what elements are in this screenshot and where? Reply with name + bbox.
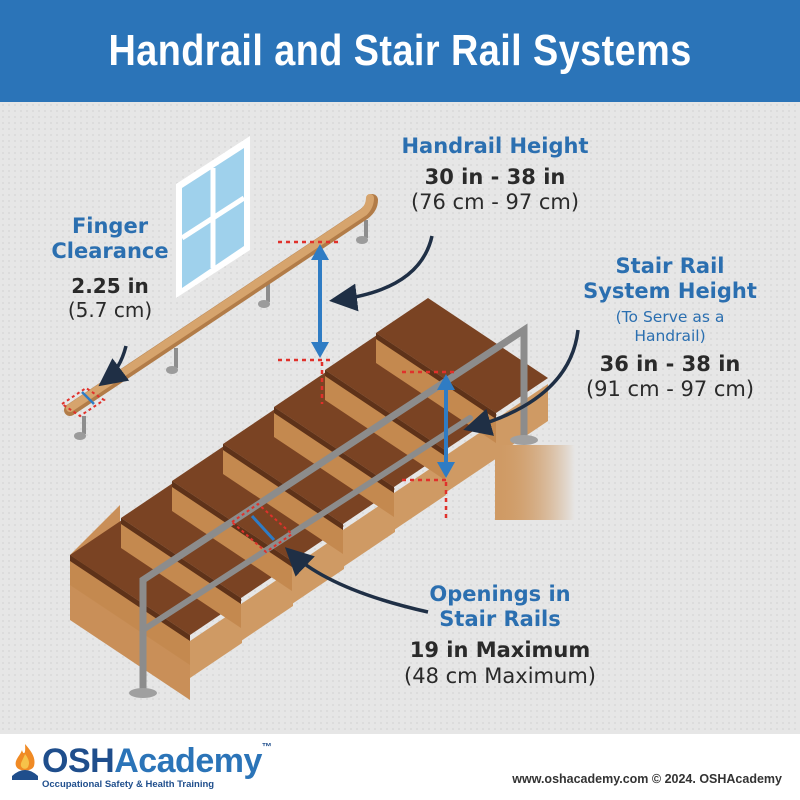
openings-dimension (230, 502, 294, 554)
stair-step (274, 407, 394, 493)
handrail-height-value: 30 in - 38 in (424, 165, 566, 190)
stair-rail-height-label: Stair Rail System Height (To Serve as a … (560, 254, 780, 402)
stair-step (376, 298, 548, 413)
stair-step (121, 518, 241, 628)
stair-step (70, 520, 242, 635)
logo-trademark: ™ (261, 742, 272, 753)
stair-step (445, 421, 497, 493)
stair-step (190, 606, 242, 678)
stair-rail-title-1: Stair Rail (615, 254, 725, 278)
openings-label: Openings in Stair Rails 19 in Maximum (4… (380, 582, 620, 689)
handrail-height-label: Handrail Height 30 in - 38 in (76 cm - 9… (380, 134, 610, 216)
oshacademy-logo: OSHAcademy™ (42, 742, 272, 781)
handrail-height-title: Handrail Height (401, 134, 589, 158)
logo-academy: Academy (114, 742, 262, 780)
stair-step (343, 495, 395, 567)
stair-step (325, 335, 497, 450)
stair-rail-value: 36 in - 38 in (599, 351, 741, 376)
stair-rail-system (129, 323, 538, 698)
finger-clearance-dimension (60, 386, 106, 418)
wall-handrail (64, 194, 378, 440)
page-title: Handrail and Stair Rail Systems (108, 26, 692, 75)
stair-step (70, 555, 190, 665)
handrail-height-dimension (278, 240, 338, 404)
stair-rail-height-dimension (402, 370, 458, 522)
stair-step (325, 370, 445, 456)
finger-clearance-metric: (5.7 cm) (67, 298, 153, 323)
handrail-height-metric: (76 cm - 97 cm) (410, 190, 580, 215)
openings-title-1: Openings in (429, 582, 571, 606)
stair-rail-title-2: System Height (583, 279, 757, 304)
flame-helmet-logo-icon (12, 744, 38, 780)
openings-metric: (48 cm Maximum) (404, 663, 596, 688)
stair-step (223, 444, 343, 554)
stair-step (292, 532, 344, 604)
stair-rail-note-1: (To Serve as a (615, 308, 725, 327)
openings-value: 19 in Maximum (409, 638, 591, 663)
window (176, 136, 250, 298)
logo-osh: OSH (42, 742, 115, 780)
finger-clearance-label: Finger Clearance 2.25 in (5.7 cm) (20, 214, 200, 322)
stair-step (241, 569, 293, 641)
copyright-credit: www.oshacademy.com © 2024. OSHAcademy (512, 772, 782, 786)
finger-clearance-title-1: Finger (71, 214, 149, 238)
logo-tagline: Occupational Safety & Health Training (42, 779, 215, 790)
stair-rail-note-2: Handrail) (634, 326, 706, 345)
stair-step (394, 458, 446, 530)
finger-clearance-value: 2.25 in (71, 274, 149, 299)
footer (0, 734, 800, 800)
openings-title-2: Stair Rails (439, 607, 561, 632)
stair-step (172, 481, 292, 591)
stair-rail-metric: (91 cm - 97 cm) (585, 376, 755, 401)
header-bar: Handrail and Stair Rail Systems (0, 0, 800, 102)
stair-illustration (0, 102, 800, 734)
stair-step (376, 333, 496, 419)
finger-clearance-title-2: Clearance (51, 239, 169, 264)
callout-arrows (98, 235, 580, 614)
